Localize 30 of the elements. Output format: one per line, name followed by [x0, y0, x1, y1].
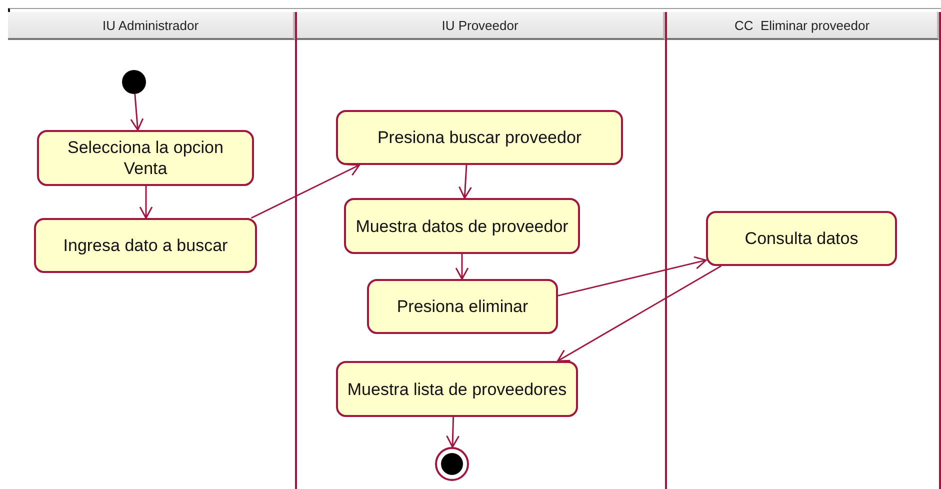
action-box: [367, 279, 558, 334]
action-label: Presiona eliminar: [396, 296, 530, 317]
arrow: [130, 94, 144, 131]
action-label: Ingresa dato a buscar: [62, 235, 229, 256]
action-label: Presiona buscar proveedor: [376, 127, 583, 148]
action-box: [336, 110, 623, 165]
arrow: [446, 416, 460, 448]
start-node: [122, 70, 146, 94]
arrow: [139, 186, 153, 219]
action-label: Muestra datos de proveedor: [354, 216, 570, 236]
swimlane: [297, 12, 667, 489]
arrow: [556, 265, 722, 362]
swimlane: [8, 12, 297, 489]
arrow: [250, 164, 360, 219]
action-label: Muestra lista de proveedores: [346, 378, 568, 400]
action-box: [344, 198, 580, 254]
arrow: [455, 254, 469, 280]
action-box: [706, 211, 897, 266]
lane-header: IU Administrador: [8, 12, 295, 40]
action-box: [34, 218, 257, 273]
action-box: [336, 361, 578, 417]
arrow: [458, 164, 472, 199]
swimlane: [667, 12, 941, 489]
action-label: Selecciona la opcion Venta: [66, 137, 224, 179]
action-label: Consulta datos: [744, 228, 860, 249]
arrow: [558, 256, 707, 296]
lane-header: CC Eliminar proveedor: [667, 12, 939, 40]
end-node: [435, 447, 469, 481]
action-box: [37, 130, 254, 186]
lane-header: IU Proveedor: [297, 12, 665, 40]
